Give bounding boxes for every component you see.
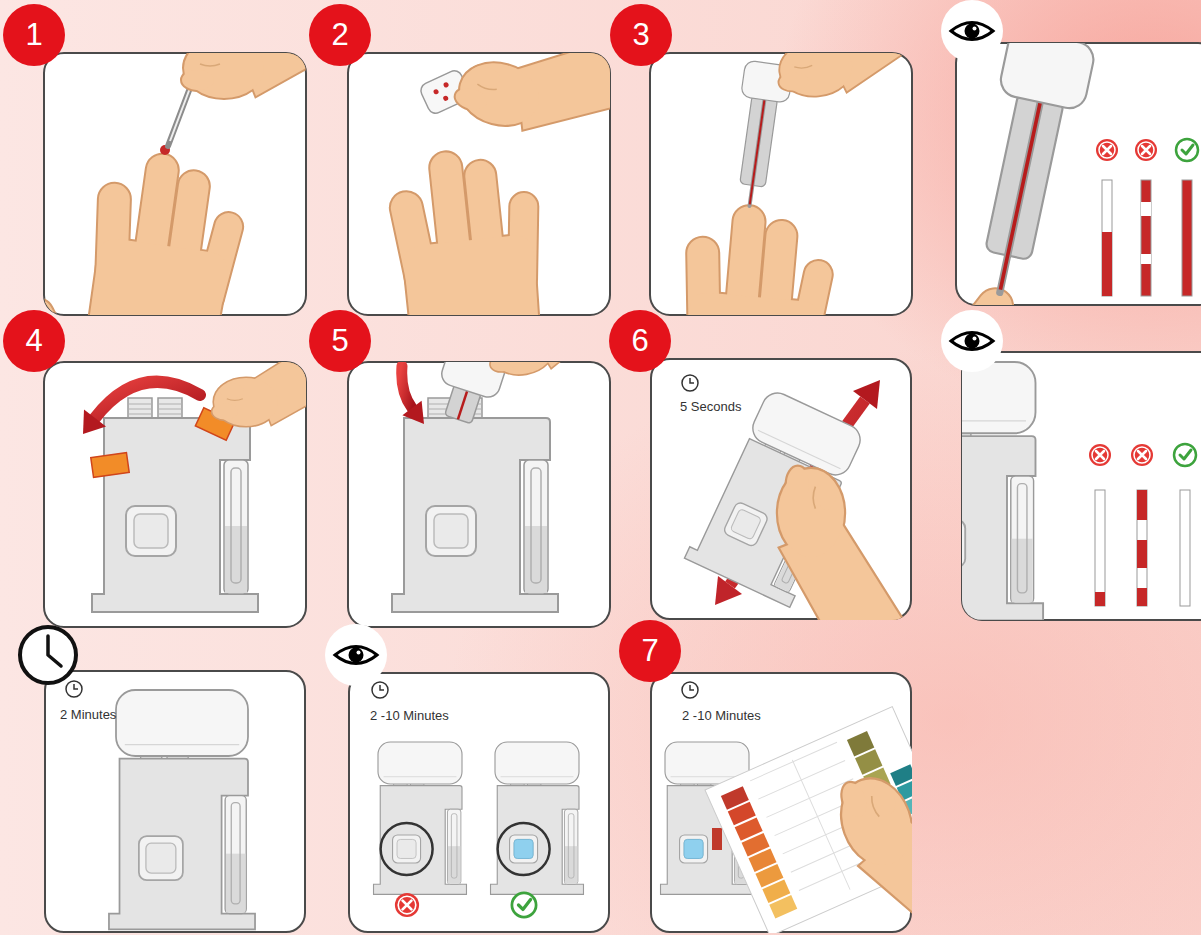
step-number-badge: 6: [609, 310, 671, 372]
remove-cap-illustration: [195, 408, 234, 440]
step-number-badge: 2: [309, 4, 371, 66]
step-panel: 2 -10 Minutes: [348, 672, 610, 933]
step-number: 6: [631, 323, 648, 359]
fill-check-illustration: [1135, 139, 1157, 161]
lancet-illustration: [443, 82, 450, 89]
fill-check-illustration: [1102, 180, 1112, 296]
view-badges: [941, 0, 1003, 62]
remove-cap-illustration: [92, 398, 258, 612]
step-number-badge: 3: [610, 4, 672, 66]
insert-collector-illustration: [445, 383, 482, 424]
remove-cap-illustration: [95, 382, 200, 418]
step-panel: 2 Minutes: [44, 670, 306, 933]
step-panels: [348, 53, 610, 315]
fill-check-illustration: [1176, 139, 1198, 161]
step-number-badge: 4: [3, 310, 65, 372]
step-number: 1: [25, 17, 42, 53]
fill-check-illustration: [957, 43, 1096, 301]
step-panel: 5 Seconds: [650, 358, 912, 620]
fill-check-illustration: [956, 281, 1020, 305]
finger-prick-illustration: [168, 72, 196, 146]
finger-prick-illustration: [44, 137, 252, 315]
step-number: 5: [331, 323, 348, 359]
step-panels: [956, 43, 1201, 305]
blood-collection-illustration: [650, 195, 839, 315]
mix-check-illustration: [1137, 490, 1147, 520]
fill-check-illustration: [1182, 180, 1192, 296]
lancet-illustration: [348, 53, 610, 315]
remove-cap-illustration: [91, 453, 129, 478]
mix-check-illustration: [1137, 490, 1147, 606]
fill-check-illustration: [956, 281, 1020, 305]
mix-check-illustration: [1089, 444, 1111, 466]
insert-collector-illustration: [439, 362, 510, 400]
finger-prick-illustration: [170, 72, 196, 141]
duration-label: 5 Seconds: [680, 399, 741, 414]
step-number: 3: [632, 17, 649, 53]
mix-check-illustration: [1095, 490, 1105, 606]
lancet-illustration: [418, 68, 471, 116]
fill-check-illustration: [956, 43, 1198, 305]
fill-check-illustration: [1141, 202, 1151, 216]
step-number: 7: [641, 633, 658, 669]
step-number-badge: 7: [619, 620, 681, 682]
blood-collection-illustration: [650, 53, 912, 315]
fill-check-illustration: [1096, 139, 1118, 161]
finger-prick-illustration: [44, 53, 306, 315]
mix-check-illustration: [962, 362, 1043, 620]
step-panel: 2 -10 Minutes: [650, 672, 912, 933]
insert-collector-illustration: [402, 401, 424, 424]
blood-collection-illustration: [770, 53, 912, 99]
duration-label: 2 -10 Minutes: [682, 708, 761, 723]
remove-cap-illustration: [83, 410, 106, 435]
insert-collector-illustration: [392, 398, 558, 612]
insert-collector-illustration: [429, 362, 509, 429]
step-panels: [44, 53, 306, 315]
mix-check-illustration: [962, 362, 1196, 620]
insert-collector-illustration: [392, 362, 610, 612]
remove-cap-illustration: [83, 362, 306, 612]
view-badges: [941, 310, 1003, 372]
step-number-badge: 5: [309, 310, 371, 372]
step-number: 2: [331, 17, 348, 53]
fill-check-illustration: [1102, 232, 1112, 296]
lancet-illustration: [433, 88, 440, 95]
lancet-illustration: [451, 53, 610, 168]
insert-collector-illustration: [458, 387, 469, 419]
finger-prick-illustration: [182, 53, 306, 98]
mix-check-illustration: [1131, 444, 1153, 466]
mix-check-illustration: [1180, 490, 1190, 606]
mix-check-illustration: [1174, 444, 1196, 466]
remove-cap-illustration: [212, 362, 306, 426]
step-panels: [44, 43, 1201, 627]
mix-check-illustration: [1095, 592, 1105, 606]
step-panels: [962, 352, 1201, 620]
mix-check-illustration: [1137, 588, 1147, 606]
finger-prick-illustration: [160, 145, 170, 155]
duration-label: 2 Minutes: [60, 707, 116, 722]
mix-check-illustration: [1137, 540, 1147, 568]
view-badges: [20, 0, 1003, 686]
step-panels: [44, 362, 306, 627]
duration-label: 2 -10 Minutes: [370, 708, 449, 723]
step-panels: [348, 362, 610, 627]
clock-badge: [48, 636, 61, 666]
fill-check-illustration: [1141, 180, 1151, 296]
insert-collector-illustration: [474, 362, 610, 379]
step-panels: [650, 53, 912, 315]
step-number-badge: 1: [3, 4, 65, 66]
step-number: 4: [25, 323, 42, 359]
lancet-illustration: [442, 95, 449, 102]
blood-collection-illustration: [726, 60, 794, 209]
lancet-illustration: [418, 68, 471, 116]
fill-check-illustration: [1141, 254, 1151, 264]
insert-collector-illustration: [402, 366, 412, 408]
lancet-illustration: [348, 143, 569, 315]
